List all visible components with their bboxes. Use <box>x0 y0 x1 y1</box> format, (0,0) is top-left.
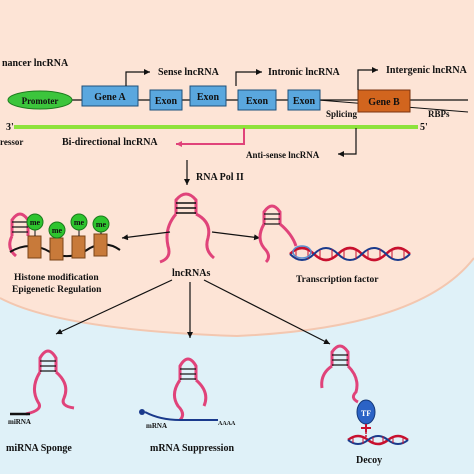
exon-label-1: Exon <box>155 96 178 107</box>
exon-label-2: Exon <box>197 92 220 103</box>
arrow-to-histone <box>121 231 171 241</box>
repressor-label: ressor <box>0 137 23 147</box>
exon-box-3 <box>237 89 277 111</box>
tf-inhibition <box>361 424 371 438</box>
splicing-label: Splicing <box>326 109 358 119</box>
rbps-label: RBPs <box>428 109 450 119</box>
gene-b-label: Gene B <box>368 97 400 108</box>
me-mark-2: me <box>48 221 66 239</box>
exon-box-4 <box>287 89 321 111</box>
five-prime-label: 5' <box>420 122 428 133</box>
arrow-to-tf <box>211 231 261 241</box>
decoy-label: Decoy <box>356 455 382 466</box>
intergenic-arrow <box>357 67 378 90</box>
promoter-element <box>7 90 73 110</box>
sponge-lncrna <box>10 349 75 416</box>
arrow-to-sponge <box>55 279 173 335</box>
tf-dna-helix <box>289 245 411 262</box>
aaaa-label: AAAA <box>218 421 236 427</box>
exon-label-3: Exon <box>246 96 269 107</box>
mrna-small-label: mRNA <box>146 422 167 430</box>
lncrnas-label: lncRNAs <box>172 268 210 279</box>
tf-factor-label: Transcription factor <box>296 275 379 285</box>
tf-lncrna <box>258 204 298 264</box>
gene-b-box <box>357 89 411 113</box>
sense-arrow <box>125 69 150 86</box>
me-label-2: me <box>52 226 63 235</box>
suppression-lncrna <box>139 357 218 422</box>
enhancer-label: nancer lncRNA <box>2 58 69 69</box>
me-label-3: me <box>74 218 85 227</box>
me-mark-3: me <box>70 213 88 231</box>
exon-box-2 <box>189 85 227 107</box>
bidirectional-arrow <box>176 128 245 147</box>
gene-a-box <box>81 85 139 107</box>
central-lncrna <box>159 192 215 264</box>
promoter-label: Promoter <box>22 96 59 106</box>
exon-label-4: Exon <box>293 96 316 107</box>
three-prime-label: 3' <box>6 122 14 133</box>
gene-a-label: Gene A <box>94 92 126 103</box>
tf-blob: TF <box>356 399 376 425</box>
antisense-label: Anti-sense lncRNA <box>246 150 320 160</box>
bidirectional-label: Bi-directional lncRNA <box>62 137 158 148</box>
intronic-label: Intronic lncRNA <box>268 67 341 78</box>
mrna-suppression-label: mRNA Suppression <box>150 443 234 454</box>
sense-label: Sense lncRNA <box>158 67 220 78</box>
mirna-sponge-label: miRNA Sponge <box>6 443 72 454</box>
exon-box-1 <box>149 89 183 111</box>
nuclear-membrane <box>0 257 474 338</box>
decoy-dna-helix <box>347 434 409 446</box>
histone-label-line1: Histone modification <box>14 273 99 283</box>
me-label-1: me <box>30 218 41 227</box>
antisense-arrow <box>338 128 357 157</box>
me-mark-1: me <box>26 213 44 231</box>
tf-label: TF <box>361 409 371 418</box>
rna-pol-label: RNA Pol II <box>196 172 244 183</box>
arrow-to-decoy <box>203 279 331 345</box>
me-mark-4: me <box>92 215 110 233</box>
decoy-lncrna <box>320 344 359 404</box>
intronic-arrow <box>235 69 262 86</box>
me-label-4: me <box>96 220 107 229</box>
histone-label-line2: Epigenetic Regulation <box>12 285 102 295</box>
intergenic-label: Intergenic lncRNA <box>386 65 468 76</box>
mirna-small-label: miRNA <box>8 418 31 426</box>
